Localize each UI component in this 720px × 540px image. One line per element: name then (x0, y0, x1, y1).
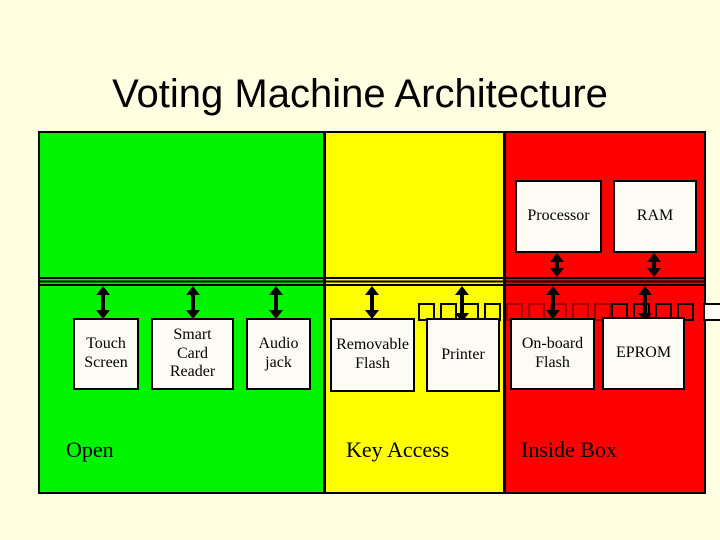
zone-label-inside-box: Inside Box (521, 437, 617, 462)
bus-connection-arrow-icon (364, 286, 380, 319)
zone-label-key-access: Key Access (346, 437, 450, 462)
bus-connection-arrow-icon (95, 286, 111, 319)
component-removable-flash: Removable Flash (330, 318, 415, 392)
component-touch-screen: Touch Screen (73, 318, 139, 390)
bus-connection-arrow-icon (549, 253, 565, 277)
component-audio-jack: Audio jack (246, 318, 311, 390)
component-processor: Processor (515, 180, 602, 253)
bus-connection-arrow-icon (185, 286, 201, 319)
bus-connection-arrow-icon (545, 286, 561, 319)
bus-connection-arrow-icon (454, 286, 470, 322)
slide-title: Voting Machine Architecture (112, 72, 608, 116)
component-eprom: EPROM (602, 317, 685, 390)
connector-square-icon (703, 303, 720, 321)
connector-square-icon (677, 303, 694, 321)
zone-label-open: Open (66, 437, 114, 462)
component-onboard-flash: On-board Flash (510, 318, 595, 390)
component-smart-card-reader: Smart Card Reader (151, 318, 234, 390)
system-bus (40, 277, 704, 286)
component-ram: RAM (613, 180, 697, 253)
bus-connection-arrow-icon (268, 286, 284, 319)
bus-connection-arrow-icon (646, 253, 662, 277)
component-printer: Printer (426, 318, 500, 392)
